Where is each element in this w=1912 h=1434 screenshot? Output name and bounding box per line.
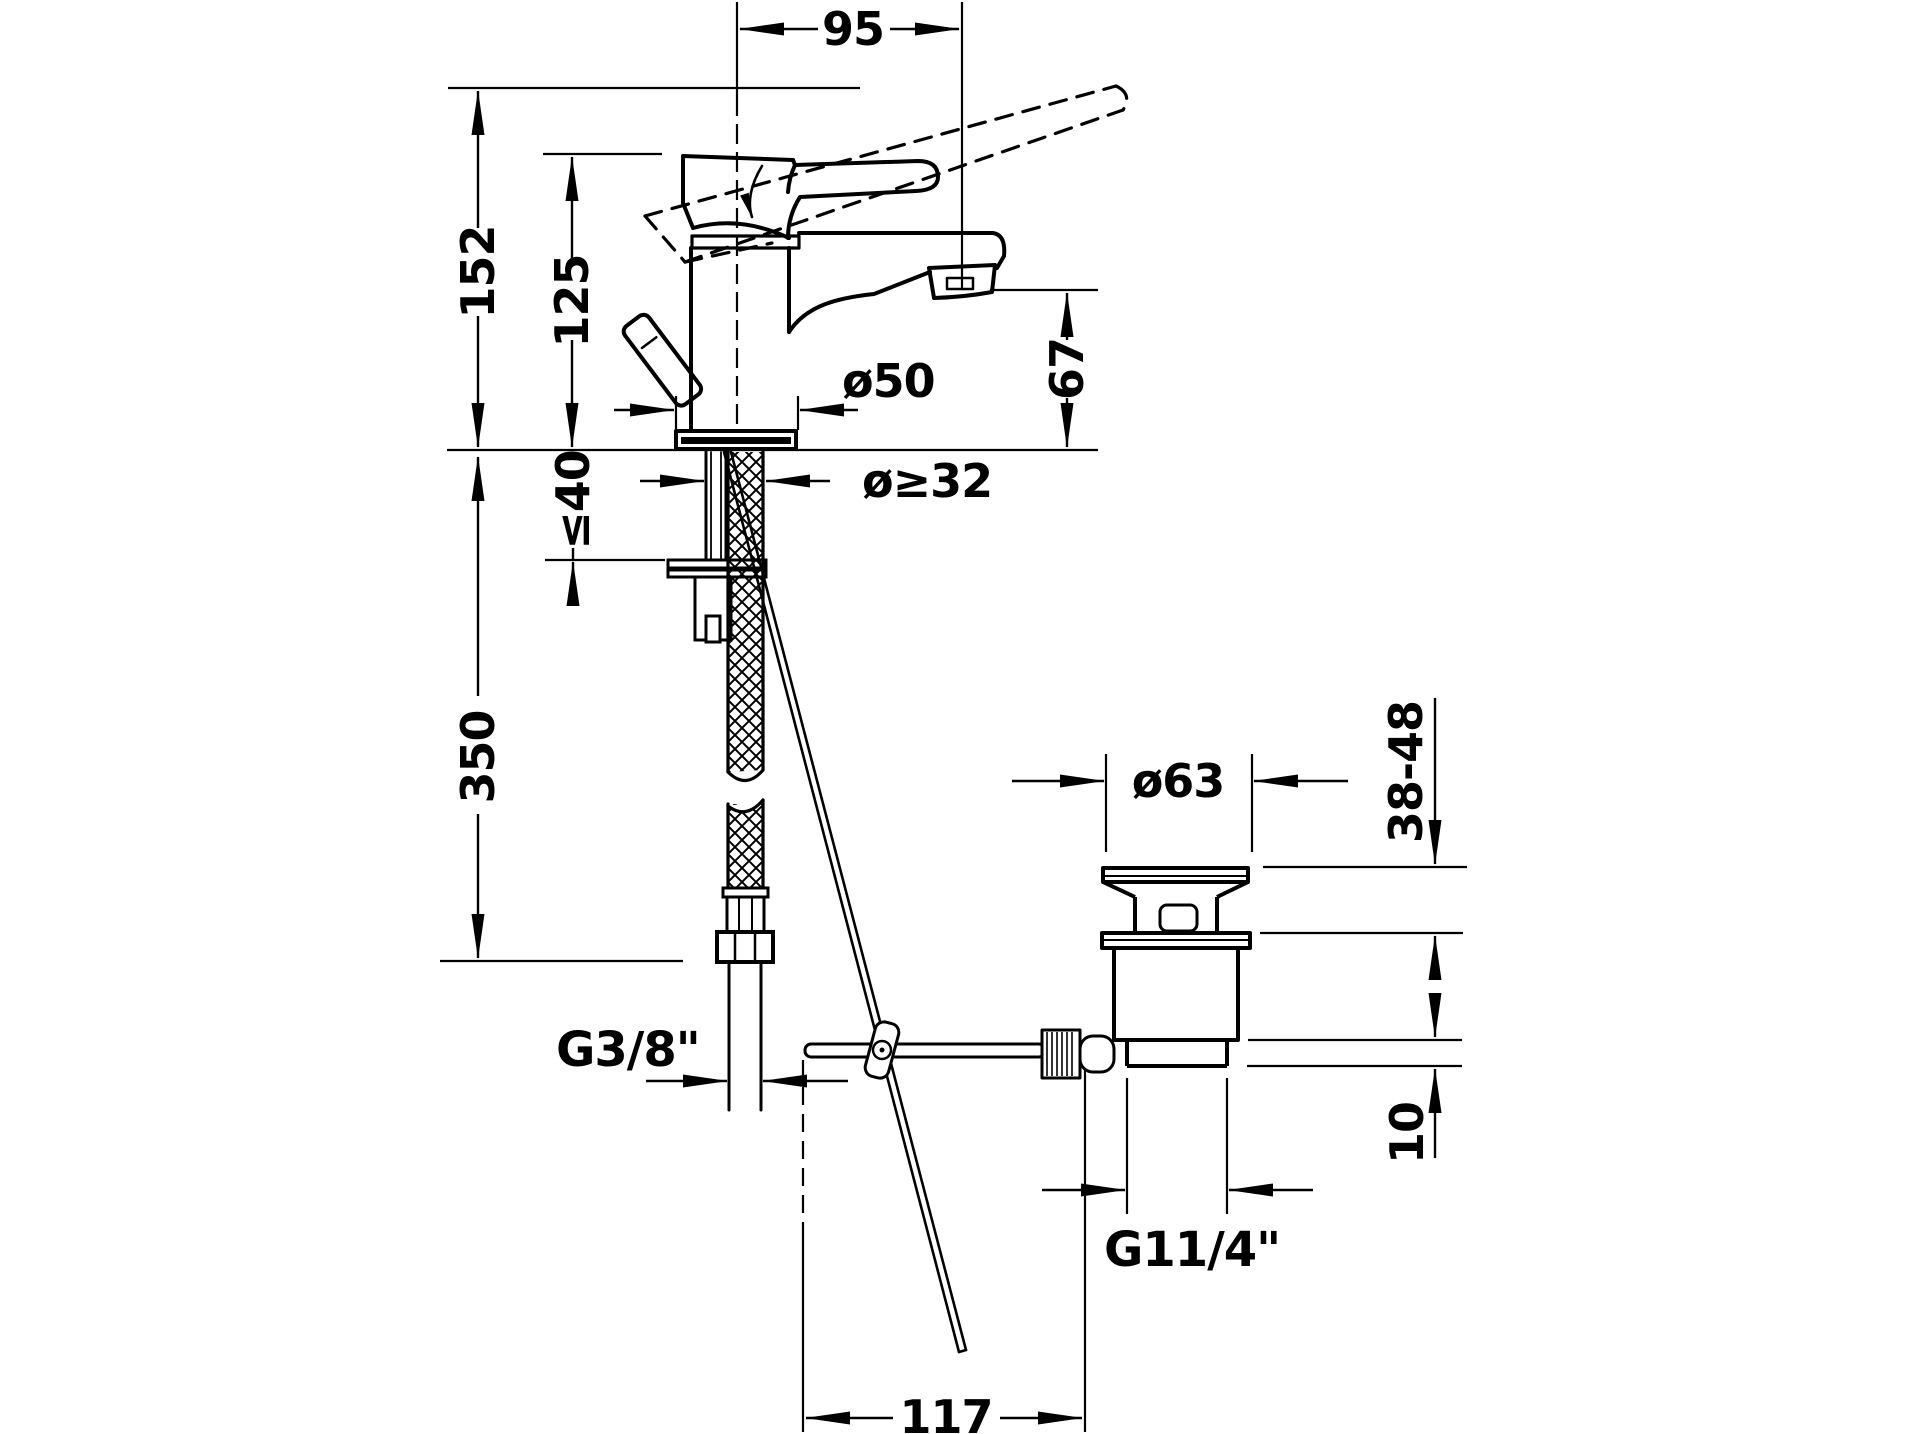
handle-open-dashed [643,84,1129,264]
dim-o32-label: ø≥32 [862,454,992,508]
dim-95-label: 95 [822,2,884,56]
dim-o63-label: ø63 [1132,754,1225,808]
overflow-window [1158,903,1199,933]
lever-handle-closed [786,158,940,240]
spout-underside [787,270,932,334]
dim-67-label: 67 [1040,338,1094,400]
waste-lever-rod [803,1042,1047,1059]
reference-lines [440,2,1467,1432]
dimension-lines [471,22,1442,1425]
aerator [927,263,997,300]
under-deck-assembly [666,450,968,1354]
supply-thread-label: G3/8" [556,1022,700,1078]
body-and-spout [689,231,1007,433]
faucet [621,84,1129,451]
dim-10-label: 10 [1380,1102,1434,1164]
pop-up-waste [803,866,1252,1080]
hose-crimp [721,886,770,934]
mounting-nut [693,575,733,644]
hose-break-upper [726,768,765,783]
waste-flange [1101,866,1250,933]
dim-117-label: 117 [899,1390,992,1434]
threaded-stud [704,450,728,562]
cartridge-collar [690,234,801,250]
waste-collar [1100,931,1252,950]
hose-thread-tail [727,960,763,1112]
knurled-coupling [1040,1028,1116,1080]
pop-up-rod [722,450,968,1354]
handle-base-block [681,154,795,240]
hose-break-lower [726,798,765,814]
dim-3848-label: 38-48 [1379,701,1433,843]
lift-knob [621,312,704,408]
motion-arrow [740,164,764,219]
dimension-labels: 95 152 125 67 ø50 ø≥32 ≤40 350 G3/8" ø63… [451,2,1434,1434]
dim-125-label: 125 [545,254,599,347]
waste-tailpiece [1125,1040,1229,1068]
dim-350-label: 350 [451,710,505,803]
waste-body [1112,946,1240,1042]
dim-40-label: ≤40 [546,450,600,550]
base-flange [674,429,798,451]
waste-thread-label: G11/4" [1104,1222,1280,1278]
dim-o50-label: ø50 [842,354,935,408]
ball-joint-cap [1078,1034,1116,1074]
dim-152-label: 152 [451,225,505,318]
rod-clamp [863,1020,901,1080]
hose-hex-nut [715,930,775,964]
spout-top [797,231,1007,270]
